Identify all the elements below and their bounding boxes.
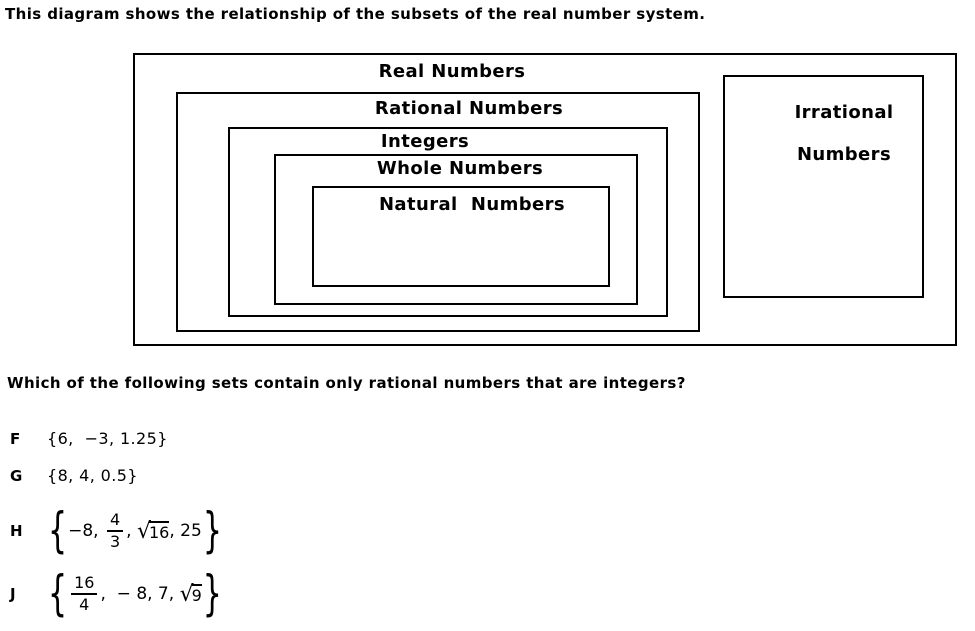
answer-option-H: H { −8, 4 3 , √ 16 , 25 } [10, 503, 223, 559]
irrational-numbers-label: Irrational Numbers [755, 81, 894, 186]
irrational-numbers-box [723, 75, 924, 298]
fraction-numerator: 16 [71, 574, 98, 595]
rational-numbers-label: Rational Numbers [374, 98, 564, 119]
fraction-denominator: 3 [109, 532, 121, 551]
fraction-numerator: 4 [106, 511, 124, 532]
answer-option-F: F {6, −3, 1.25} [10, 429, 168, 448]
intro-text: This diagram shows the relationship of t… [5, 5, 706, 23]
close-brace: } [202, 503, 222, 559]
option-letter-H: H [10, 522, 23, 540]
question-text: Which of the following sets contain only… [7, 374, 686, 392]
integers-box [228, 127, 668, 317]
answer-option-G: G {8, 4, 0.5} [10, 466, 138, 485]
set-elements: , [126, 521, 137, 541]
fraction-denominator: 4 [79, 595, 90, 614]
rational-numbers-box [176, 92, 700, 332]
square-root: √ 16 [136, 518, 170, 544]
integers-label: Integers [380, 131, 470, 152]
option-letter-F: F [10, 430, 21, 448]
answer-option-J: J { 16 4 , − 8, 7, √ 9 } [10, 566, 223, 622]
open-brace: { [48, 503, 68, 559]
option-set-F: {6, −3, 1.25} [47, 429, 168, 448]
set-elements: , − 8, 7, [100, 584, 180, 604]
irrational-label-line2: Numbers [796, 144, 892, 165]
option-letter-G: G [10, 467, 23, 485]
open-brace: { [48, 566, 68, 622]
fraction: 4 3 [106, 511, 124, 551]
whole-numbers-box [274, 154, 638, 305]
real-numbers-box [133, 53, 957, 346]
option-set-G: {8, 4, 0.5} [47, 466, 138, 485]
radicand: 9 [191, 583, 202, 605]
whole-numbers-label: Whole Numbers [376, 158, 544, 179]
set-elements: −8, [68, 521, 104, 541]
natural-numbers-box [312, 186, 610, 287]
option-letter-J: J [10, 585, 16, 603]
close-brace: } [202, 566, 222, 622]
natural-numbers-label: Natural Numbers [378, 194, 566, 215]
radicand: 16 [149, 520, 170, 542]
irrational-label-line1: Irrational [794, 102, 894, 123]
radical-icon: √ [179, 581, 194, 607]
radical-icon: √ [136, 518, 151, 544]
square-root: √ 9 [179, 581, 202, 607]
fraction: 16 4 [71, 574, 98, 614]
set-elements: , 25 [169, 521, 202, 541]
real-numbers-label: Real Numbers [378, 61, 526, 82]
